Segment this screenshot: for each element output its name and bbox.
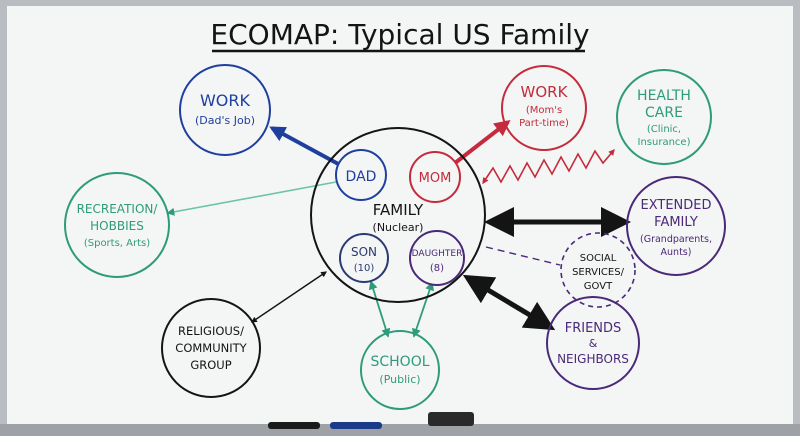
son-age: (10) <box>354 263 375 274</box>
connector-mom-work <box>453 120 511 165</box>
religious-community-node <box>161 298 261 398</box>
extended-family-node <box>626 176 726 276</box>
marker-black[interactable] <box>268 422 320 429</box>
social-services-line-1: SOCIAL <box>580 253 617 264</box>
friends-neighbors-node <box>546 296 640 390</box>
marker-blue[interactable] <box>330 422 382 429</box>
social-services-line-2: SERVICES/ <box>572 267 625 278</box>
health-care-detail-2: Insurance) <box>638 137 691 148</box>
work-dad-title: WORK <box>200 91 251 110</box>
connector-family-religious <box>251 271 327 323</box>
work-mom-node <box>501 65 587 151</box>
family-title: FAMILY <box>373 201 424 219</box>
son-label: SON <box>351 245 377 259</box>
dad-label: DAD <box>346 169 377 185</box>
connector-daughter-school <box>412 281 434 338</box>
religious-line-1: RELIGIOUS/ <box>178 324 244 338</box>
friends-line-3: NEIGHBORS <box>557 352 629 366</box>
mom-node <box>409 151 461 203</box>
dad-node <box>335 149 387 201</box>
family-circle <box>310 127 486 303</box>
board-surface <box>7 6 793 426</box>
work-mom-detail-1: (Mom's <box>526 105 562 116</box>
extended-family-title-2: FAMILY <box>654 215 698 230</box>
school-detail: (Public) <box>379 373 420 386</box>
religious-line-2: COMMUNITY <box>175 341 247 355</box>
board-tray <box>0 424 800 436</box>
friends-line-2: & <box>589 337 598 350</box>
social-services-node <box>560 232 636 308</box>
work-dad-detail: (Dad's Job) <box>195 114 255 127</box>
work-mom-detail-2: Part-time) <box>519 118 569 129</box>
connector-mom-health-stressful <box>482 149 615 185</box>
daughter-node <box>409 230 465 286</box>
extended-family-detail-1: (Grandparents, <box>640 234 712 245</box>
son-node <box>339 233 389 283</box>
health-care-title-1: HEALTH <box>637 88 691 104</box>
recreation-title-2: HOBBIES <box>90 219 144 233</box>
extended-family-detail-2: Aunts) <box>661 247 692 258</box>
work-mom-title: WORK <box>521 83 569 101</box>
connector-family-recreation <box>166 181 337 216</box>
friends-line-1: FRIENDS <box>565 321 622 336</box>
recreation-node <box>64 172 170 278</box>
health-care-detail-1: (Clinic, <box>647 124 681 135</box>
connector-son-school <box>368 280 391 338</box>
connector-family-social <box>485 246 561 266</box>
connector-family-friends <box>462 274 556 331</box>
mom-label: MOM <box>419 171 452 186</box>
family-subtitle: (Nuclear) <box>373 221 424 234</box>
health-care-node <box>616 69 712 165</box>
social-services-line-3: GOVT <box>584 281 613 292</box>
daughter-age: (8) <box>430 263 444 274</box>
daughter-label: DAUGHTER <box>412 249 463 259</box>
religious-line-3: GROUP <box>190 358 231 372</box>
school-title: SCHOOL <box>370 354 429 370</box>
recreation-detail: (Sports, Arts) <box>84 238 150 249</box>
diagram-title: ECOMAP: Typical US Family <box>210 18 589 51</box>
school-node <box>360 330 440 410</box>
health-care-title-2: CARE <box>645 105 683 121</box>
extended-family-title-1: EXTENDED <box>640 198 711 213</box>
eraser[interactable] <box>428 412 474 426</box>
work-dad-node <box>179 64 271 156</box>
recreation-title-1: RECREATION/ <box>77 202 159 216</box>
